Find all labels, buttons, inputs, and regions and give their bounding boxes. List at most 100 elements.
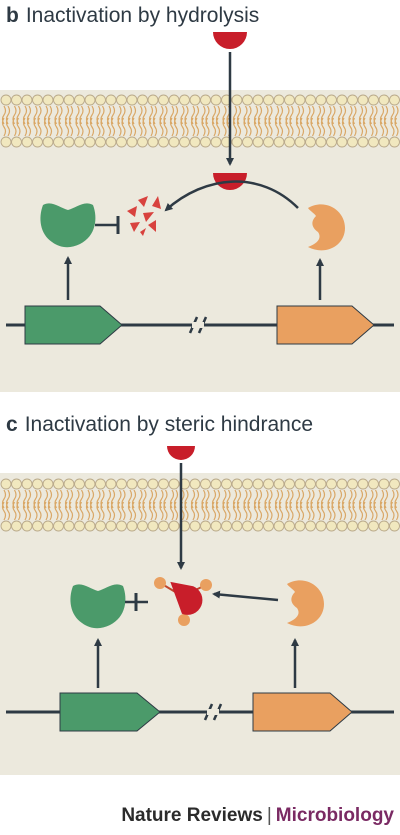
journal-name: Nature Reviews [121, 805, 263, 826]
lipid-head [105, 478, 117, 490]
lipid-tail [264, 489, 273, 521]
lipid-tail [306, 489, 315, 521]
lipid-tail [379, 105, 389, 137]
lipid-head [84, 520, 96, 532]
lipid-head [210, 520, 222, 532]
lipid-tail [253, 105, 263, 137]
lipid-head [11, 94, 22, 106]
lipid-tail [96, 489, 105, 521]
lipid-head [32, 94, 43, 106]
lipid-head [105, 136, 117, 148]
dna-break-b [188, 316, 208, 334]
lipid-head [242, 136, 253, 148]
lipid-tail [337, 105, 347, 137]
lipid-head [21, 478, 33, 490]
lipid-head [147, 478, 159, 490]
lipid-head [116, 94, 127, 106]
lipid-head [357, 520, 369, 532]
lipid-head [137, 478, 148, 490]
panel-c [0, 446, 400, 775]
lipid-head [189, 520, 201, 532]
lipid-tail [358, 105, 368, 137]
lipid-head [305, 478, 316, 490]
lipid-head [378, 478, 390, 490]
lipid-head [294, 520, 306, 532]
lipid-head [137, 520, 148, 532]
lipid-head [0, 136, 12, 148]
lipid-tail [127, 105, 137, 137]
lipid-head [116, 520, 127, 532]
lipid-head [189, 478, 201, 490]
lipid-tail [64, 105, 74, 137]
lipid-head [326, 94, 337, 106]
membrane-b [0, 92, 400, 148]
lipid-head [273, 136, 285, 148]
lipid-heads-c-inner [0, 520, 400, 532]
lipid-tail [253, 489, 263, 521]
lipid-head [389, 478, 400, 490]
lipid-tail [243, 105, 252, 137]
lipid-head [32, 520, 43, 532]
lipid-tail [243, 489, 252, 521]
lipid-head [158, 136, 169, 148]
lipid-tail [148, 489, 158, 521]
lipid-head [105, 520, 117, 532]
lipid-tail [75, 105, 84, 137]
lipid-head [368, 520, 379, 532]
lipid-tail [201, 105, 210, 137]
lipid-tail [117, 105, 126, 137]
lipid-head [74, 520, 85, 532]
lipid-head [168, 478, 180, 490]
journal-field: Microbiology [275, 805, 394, 826]
lipid-head [168, 136, 180, 148]
lipid-tail [390, 489, 399, 521]
lipid-head [273, 478, 285, 490]
lipid-tail [148, 105, 158, 137]
lipid-head [305, 520, 316, 532]
lipid-head [357, 136, 369, 148]
lipid-head [105, 94, 117, 106]
lipid-head [84, 94, 96, 106]
lipid-tail [169, 105, 179, 137]
lipid-head [326, 520, 337, 532]
lipid-head [263, 478, 274, 490]
lipid-tail [190, 105, 200, 137]
hydrolysis-arrow [164, 180, 299, 212]
lipid-head [32, 136, 43, 148]
lipid-tail [232, 105, 242, 137]
lipid-tail [1, 105, 11, 137]
lipid-head [147, 94, 159, 106]
lipid-tail [348, 105, 357, 137]
lipid-head [21, 136, 33, 148]
lipid-tail [327, 489, 336, 521]
lipid-head [378, 136, 390, 148]
green-receptor-protein-c [70, 584, 126, 629]
lipid-head [42, 94, 54, 106]
dna-break-c [203, 703, 223, 721]
lipid-head [294, 94, 306, 106]
lipid-head [368, 94, 379, 106]
lipid-head [273, 94, 285, 106]
lipid-tail [138, 105, 147, 137]
lipid-tail [316, 489, 326, 521]
lipid-tail [106, 489, 116, 521]
lipid-tail [379, 489, 389, 521]
lipid-head [263, 136, 274, 148]
lipid-tail [117, 489, 126, 521]
lipid-head [347, 520, 358, 532]
lipid-head [53, 478, 64, 490]
lipid-head [336, 478, 348, 490]
membrane-c [0, 475, 400, 532]
lipid-head [336, 520, 348, 532]
lipid-head [378, 94, 390, 106]
lipid-head [168, 520, 180, 532]
lipid-head [11, 520, 22, 532]
lipid-head [284, 136, 295, 148]
journal-credit: Nature Reviews|Microbiology [121, 805, 394, 827]
lipid-head [336, 136, 348, 148]
lipid-head [294, 478, 306, 490]
lipid-head [84, 136, 96, 148]
